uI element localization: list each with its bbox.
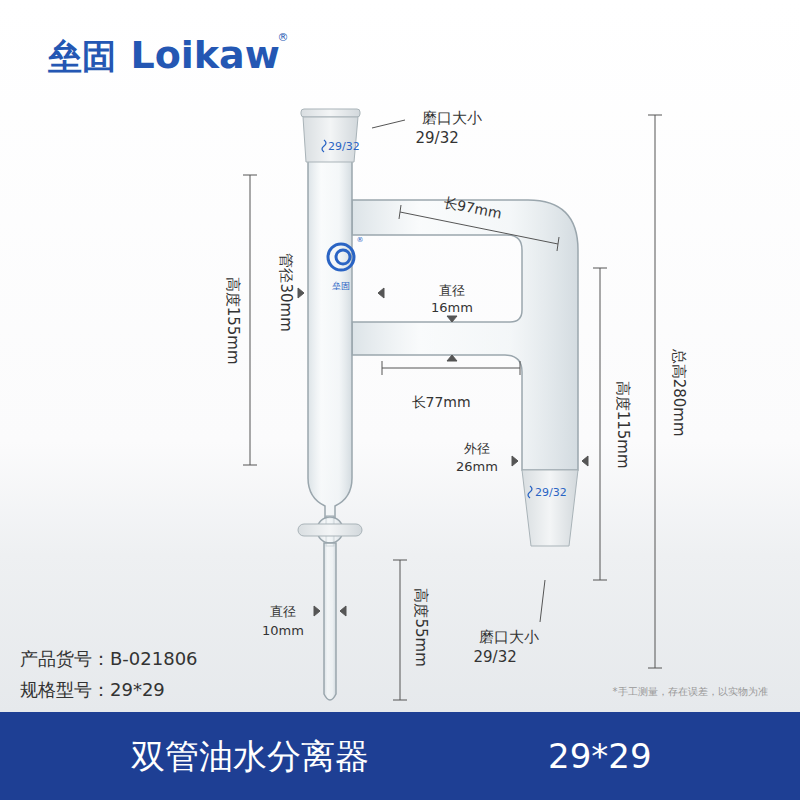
dimension-label: 管径30mm [277, 253, 294, 331]
glass-stamp: 29/32 [328, 141, 360, 154]
dimension-label: 直径 [439, 284, 465, 299]
trademark: ® [357, 236, 364, 244]
joint-size-label: 磨口大小 [479, 629, 539, 646]
spec-model: 规格型号：29*29 [20, 680, 165, 701]
joint-size-label: 磨口大小 [422, 110, 482, 127]
dimension-label: 高度55mm [412, 588, 429, 666]
glass-logo: 垒固 [332, 281, 350, 291]
joint-size-value: 29/32 [416, 130, 459, 147]
spec-size: 29*29 [548, 737, 652, 776]
dimension-label: 16mm [431, 301, 473, 316]
trademark: ® [278, 32, 289, 45]
brand-logo: Loikaw [131, 34, 280, 78]
dimension-label: 高度155mm [223, 276, 240, 364]
dimension-label: 高度115mm [613, 380, 630, 468]
dimension-label: 直径 [270, 605, 296, 620]
product-name: 双管油水分离器 [131, 737, 369, 776]
dimension-label: 长97mm [441, 194, 502, 222]
dimension-label: 长77mm [412, 394, 471, 410]
glass-stamp: 29/32 [535, 487, 567, 500]
dimension-label: 外径 [464, 442, 490, 457]
product-code: 产品货号：B-021806 [20, 649, 198, 670]
dimension-label: 10mm [262, 624, 304, 639]
brand-logo: 垒固 [48, 37, 116, 76]
joint-size-value: 29/32 [474, 649, 517, 666]
title-band: 双管油水分离器 29*29 [0, 712, 800, 800]
dimension-label: 总高280mm [669, 348, 686, 436]
dimension-label: 26mm [456, 460, 498, 475]
note: *手工测量，存在误差，以实物为准 [613, 686, 768, 698]
